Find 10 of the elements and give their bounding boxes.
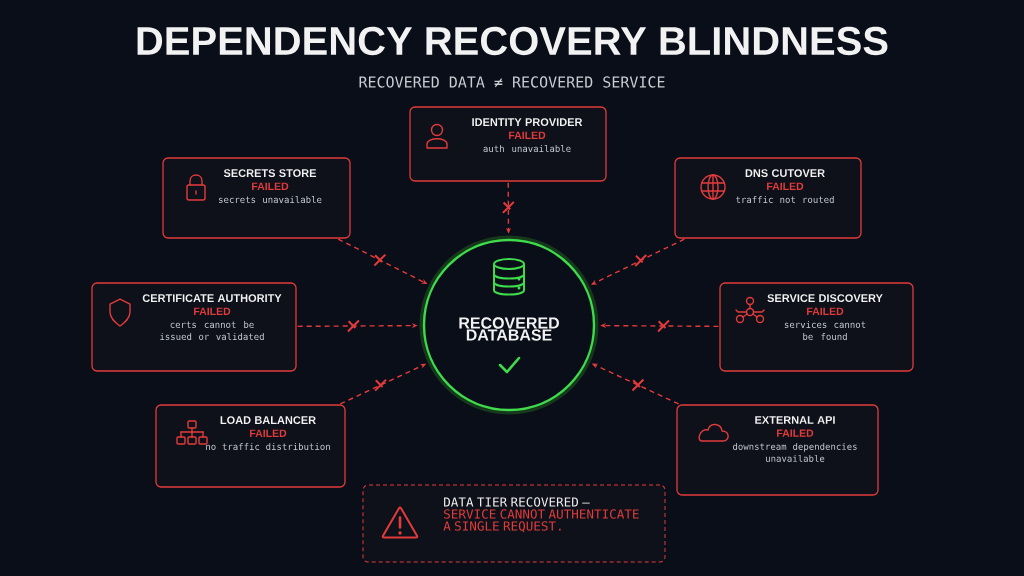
title: DEPENDENCY RECOVERY BLINDNESS xyxy=(137,26,888,56)
status-card: CERTIFICATE AUTHORITY FAILED certs cannot be issued or validated xyxy=(91,282,297,372)
status-card: EXTERNAL API FAILED downstream dependencies unavailable xyxy=(676,404,879,496)
warning-box: DATA TIER RECOVERED – SERVICE CANNOT AUTHENTICATE A SINGLE REQUEST. xyxy=(362,484,666,563)
status-card: SERVICE DISCOVERY FAILED services cannot be found xyxy=(719,282,914,372)
status-card: LOAD BALANCER FAILED no traffic distribution xyxy=(155,404,346,488)
status-card: DNS CUTOVER FAILED traffic not routed xyxy=(674,157,862,239)
subtitle: RECOVERED DATA ≠ RECOVERED SERVICE xyxy=(359,76,665,88)
status-card: IDENTITY PROVIDER FAILED auth unavailable xyxy=(409,106,607,182)
status-card: SECRETS STORE FAILED secrets unavailable xyxy=(162,157,351,239)
